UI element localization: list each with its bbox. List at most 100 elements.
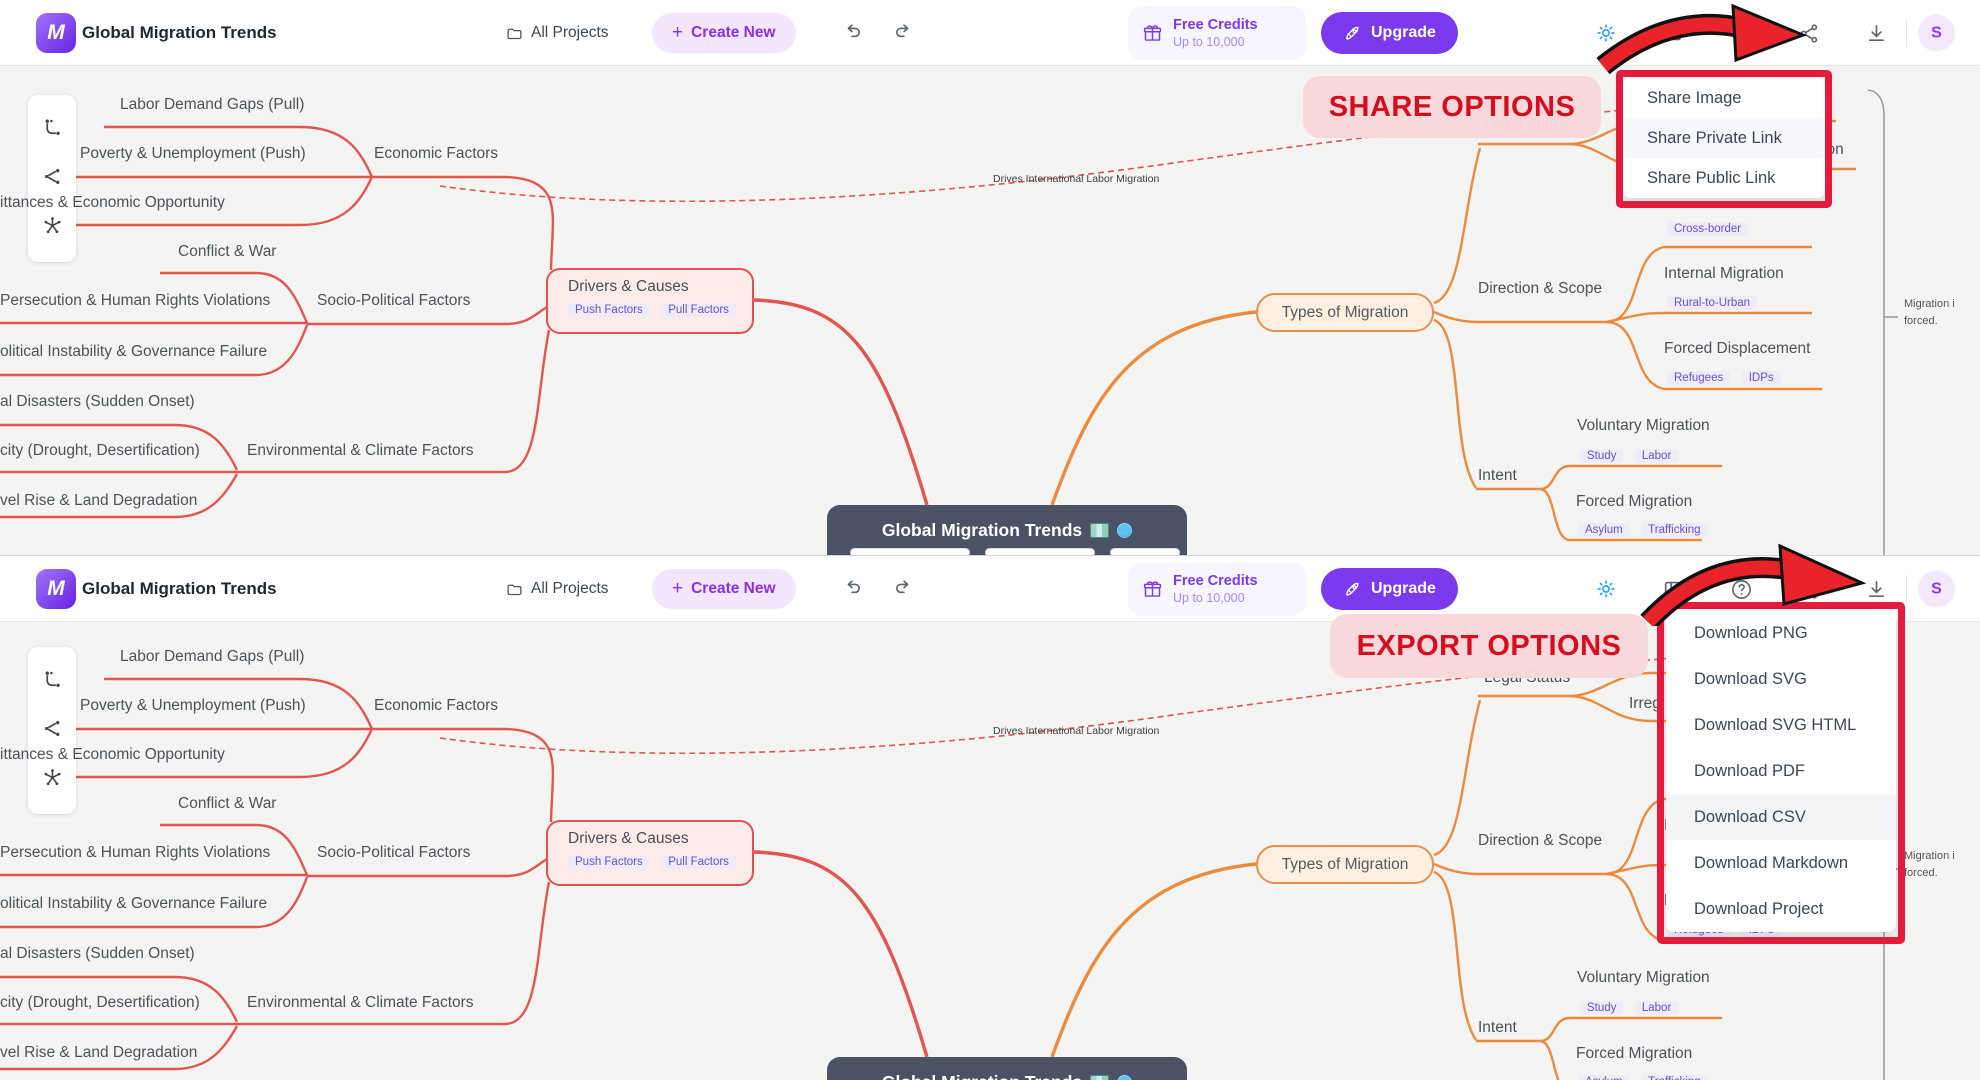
node-political-instability[interactable]: olitical Instability & Governance Failur… xyxy=(0,895,268,912)
node-remittances[interactable]: ittances & Economic Opportunity xyxy=(0,746,225,763)
layout-tree-right-button[interactable] xyxy=(42,117,63,143)
node-intent[interactable]: Intent xyxy=(1478,1019,1517,1036)
tag-asylum[interactable]: Asylum xyxy=(1578,523,1630,537)
node-labor-demand[interactable]: Labor Demand Gaps (Pull) xyxy=(120,96,305,113)
node-scarcity[interactable]: city (Drought, Desertification) xyxy=(0,442,200,459)
menu-item-download-markdown[interactable]: Download Markdown xyxy=(1694,854,1849,872)
node-natural-disasters[interactable]: al Disasters (Sudden Onset) xyxy=(0,945,195,962)
tag-idps[interactable]: IDPs xyxy=(1741,371,1781,385)
collapsed-branch-stub[interactable] xyxy=(1110,548,1180,555)
free-credits-badge[interactable]: Free Credits Up to 10,000 xyxy=(1128,6,1306,60)
node-labor-demand[interactable]: Labor Demand Gaps (Pull) xyxy=(120,648,305,665)
node-sea-level[interactable]: vel Rise & Land Degradation xyxy=(0,1044,198,1061)
node-direction-scope[interactable]: Direction & Scope xyxy=(1478,832,1603,849)
node-central-topic[interactable]: Global Migration Trends xyxy=(827,1057,1187,1080)
tag-labor[interactable]: Labor xyxy=(1634,1001,1679,1015)
tag-trafficking[interactable]: Trafficking xyxy=(1641,523,1708,537)
node-drivers-causes[interactable]: Drivers & Causes Push Factors Pull Facto… xyxy=(546,268,754,334)
free-credits-badge[interactable]: Free Credits Up to 10,000 xyxy=(1128,562,1306,616)
user-avatar[interactable]: S xyxy=(1918,570,1955,608)
menu-item-download-svg-html[interactable]: Download SVG HTML xyxy=(1694,716,1857,734)
node-voluntary-migration[interactable]: Voluntary Migration xyxy=(1577,969,1710,986)
menu-item-download-pdf[interactable]: Download PDF xyxy=(1694,762,1805,780)
node-scarcity[interactable]: city (Drought, Desertification) xyxy=(0,994,200,1011)
all-projects-link[interactable]: All Projects xyxy=(506,24,609,42)
node-environmental[interactable]: Environmental & Climate Factors xyxy=(247,442,474,459)
upgrade-button[interactable]: Upgrade xyxy=(1321,568,1458,610)
menu-item-download-csv[interactable]: Download CSV xyxy=(1666,794,1896,840)
redo-button[interactable] xyxy=(888,18,918,48)
tag-cross-border[interactable]: Cross-border xyxy=(1667,222,1749,236)
tag-labor[interactable]: Labor xyxy=(1634,449,1679,463)
tag-asylum[interactable]: Asylum xyxy=(1578,1075,1630,1080)
node-remittances[interactable]: ittances & Economic Opportunity xyxy=(0,194,225,211)
create-new-button[interactable]: + Create New xyxy=(652,13,796,53)
tag-refugees[interactable]: Refugees xyxy=(1667,371,1731,385)
download-button[interactable] xyxy=(1861,574,1891,604)
all-projects-link[interactable]: All Projects xyxy=(506,580,609,598)
node-forced-migration[interactable]: Forced Migration xyxy=(1576,493,1693,510)
undo-button[interactable] xyxy=(838,18,868,48)
node-persecution[interactable]: Persecution & Human Rights Violations xyxy=(0,844,271,861)
collapsed-branch-stub[interactable] xyxy=(985,548,1095,555)
menu-item-download-png[interactable]: Download PNG xyxy=(1694,624,1808,642)
mindmap-canvas[interactable]: Labor Demand Gaps (Pull) Poverty & Unemp… xyxy=(0,0,1980,555)
tag-study[interactable]: Study xyxy=(1580,1001,1624,1015)
upgrade-button[interactable]: Upgrade xyxy=(1321,12,1458,54)
node-voluntary-migration[interactable]: Voluntary Migration xyxy=(1577,417,1710,434)
menu-item-download-project[interactable]: Download Project xyxy=(1694,900,1824,918)
user-avatar[interactable]: S xyxy=(1918,14,1955,52)
redo-button[interactable] xyxy=(888,574,918,604)
theme-toggle-button[interactable] xyxy=(1591,574,1621,604)
relation-label[interactable]: Drives International Labor Migration xyxy=(993,173,1160,185)
node-forced-migration[interactable]: Forced Migration xyxy=(1576,1045,1693,1062)
mindmap-canvas[interactable]: Labor Demand Gaps (Pull) Poverty & Unemp… xyxy=(0,556,1980,1080)
create-new-button[interactable]: + Create New xyxy=(652,569,796,609)
layout-radial-button[interactable] xyxy=(42,215,63,241)
layout-branch-button[interactable] xyxy=(42,166,63,192)
collapsed-branch-stub[interactable] xyxy=(850,548,970,555)
node-internal-migration[interactable]: Internal Migration xyxy=(1664,265,1784,282)
node-natural-disasters[interactable]: al Disasters (Sudden Onset) xyxy=(0,393,195,410)
app-logo[interactable]: M xyxy=(36,569,76,609)
node-conflict-war[interactable]: Conflict & War xyxy=(178,243,277,260)
menu-item-share-image[interactable]: Share Image xyxy=(1647,89,1742,107)
tag-push-factors[interactable]: Push Factors xyxy=(568,855,650,869)
tag-push-factors[interactable]: Push Factors xyxy=(568,303,650,317)
node-economic-factors[interactable]: Economic Factors xyxy=(374,697,499,714)
node-political-instability[interactable]: olitical Instability & Governance Failur… xyxy=(0,343,268,360)
tag-trafficking[interactable]: Trafficking xyxy=(1641,1075,1708,1080)
node-environmental[interactable]: Environmental & Climate Factors xyxy=(247,994,474,1011)
node-economic-factors[interactable]: Economic Factors xyxy=(374,145,499,162)
node-socio-political[interactable]: Socio-Political Factors xyxy=(317,844,471,861)
tag-study[interactable]: Study xyxy=(1580,449,1624,463)
node-conflict-war[interactable]: Conflict & War xyxy=(178,795,277,812)
node-types-of-migration[interactable]: Types of Migration xyxy=(1256,293,1434,332)
menu-item-share-public-link[interactable]: Share Public Link xyxy=(1647,169,1776,187)
node-direction-scope[interactable]: Direction & Scope xyxy=(1478,280,1603,297)
tag-pull-factors[interactable]: Pull Factors xyxy=(661,303,736,317)
tag-rural-to-urban[interactable]: Rural-to-Urban xyxy=(1667,296,1758,310)
menu-item-download-svg[interactable]: Download SVG xyxy=(1694,670,1807,688)
node-persecution[interactable]: Persecution & Human Rights Violations xyxy=(0,292,271,309)
node-forced-displacement[interactable]: Forced Displacement xyxy=(1664,340,1811,357)
node-drivers-causes[interactable]: Drivers & Causes Push Factors Pull Facto… xyxy=(546,820,754,886)
layout-radial-button[interactable] xyxy=(42,767,63,793)
app-logo[interactable]: M xyxy=(36,13,76,53)
help-button[interactable] xyxy=(1726,574,1756,604)
layout-branch-button[interactable] xyxy=(42,718,63,744)
theme-toggle-button[interactable] xyxy=(1591,18,1621,48)
tag-pull-factors[interactable]: Pull Factors xyxy=(661,855,736,869)
layout-tree-right-button[interactable] xyxy=(42,669,63,695)
node-poverty[interactable]: Poverty & Unemployment (Push) xyxy=(80,145,306,162)
relation-label[interactable]: Drives International Labor Migration xyxy=(993,725,1160,737)
node-socio-political[interactable]: Socio-Political Factors xyxy=(317,292,471,309)
node-poverty[interactable]: Poverty & Unemployment (Push) xyxy=(80,697,306,714)
node-central-topic[interactable]: Global Migration Trends xyxy=(827,505,1187,555)
node-intent[interactable]: Intent xyxy=(1478,467,1517,484)
node-sea-level[interactable]: vel Rise & Land Degradation xyxy=(0,492,198,509)
node-types-of-migration[interactable]: Types of Migration xyxy=(1256,845,1434,884)
download-button[interactable] xyxy=(1861,18,1891,48)
menu-item-share-private-link[interactable]: Share Private Link xyxy=(1623,118,1825,158)
node-irregular-partial[interactable]: Irreg xyxy=(1629,695,1661,712)
